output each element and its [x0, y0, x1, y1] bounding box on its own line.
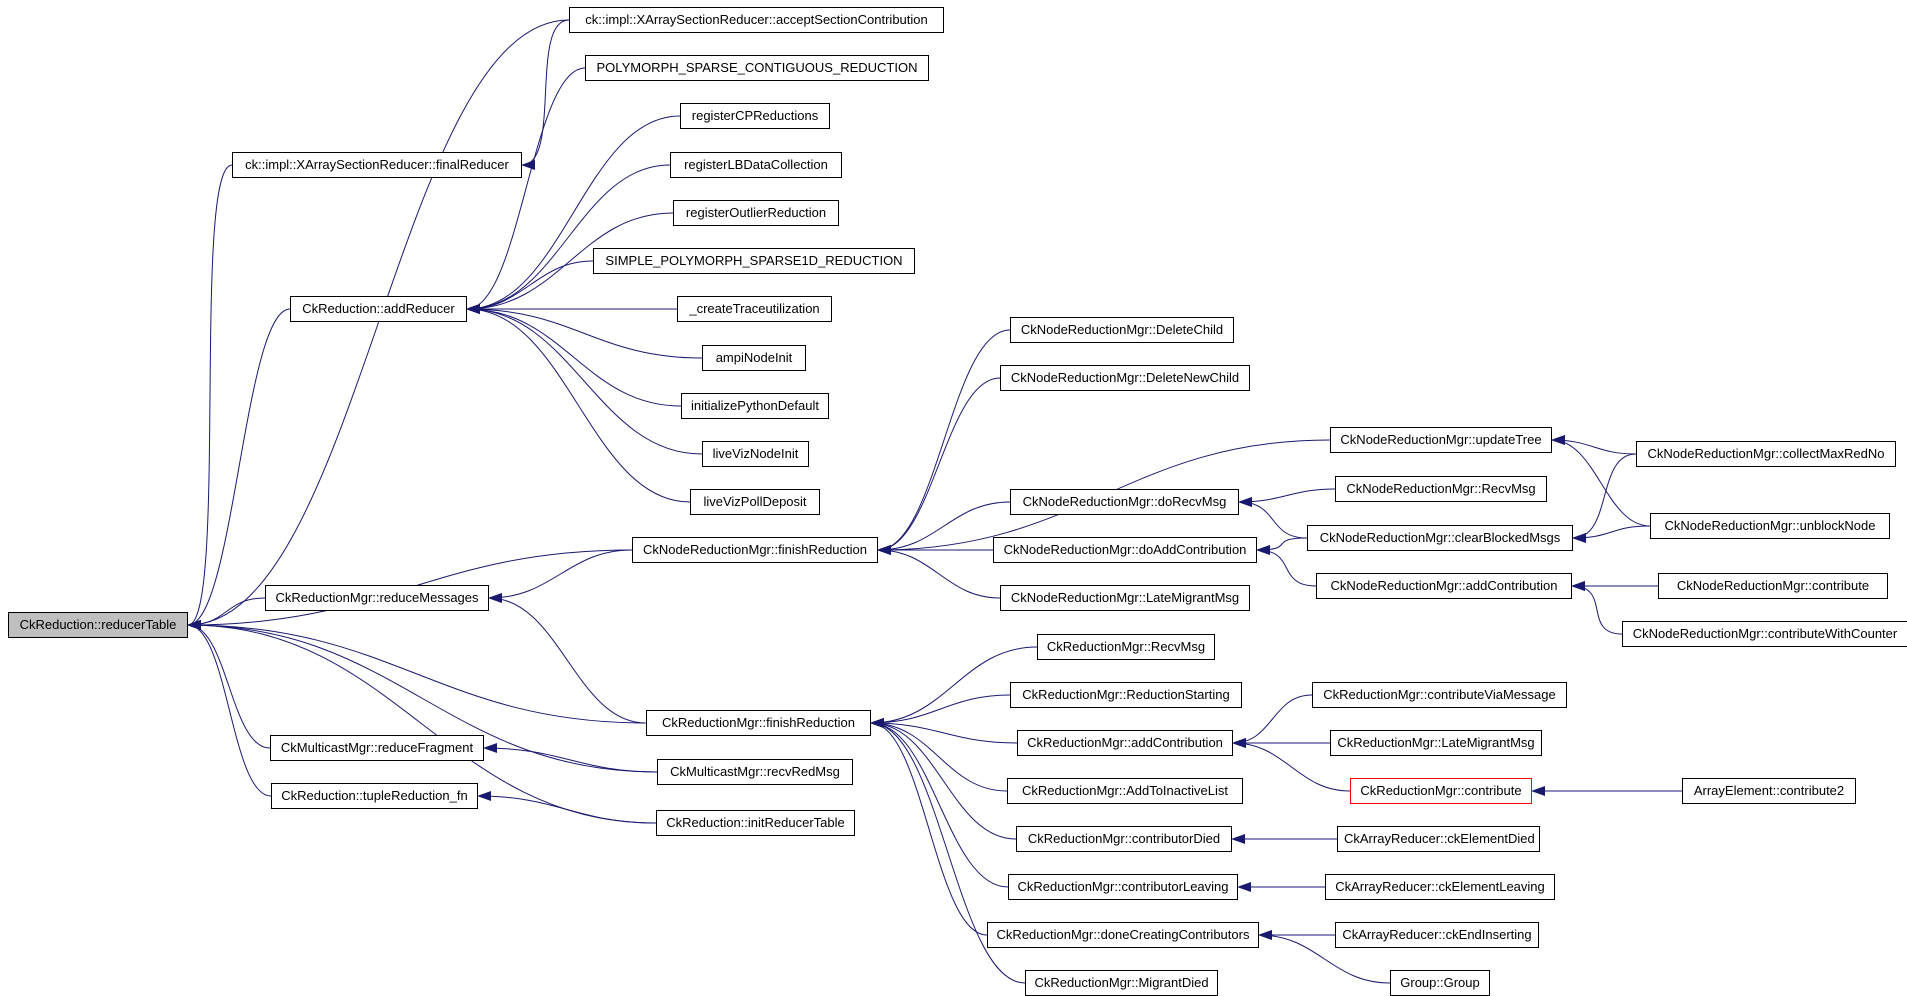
edge-nrmClearBlocked-to-nrmDoAdd [1256, 537, 1308, 555]
edge-polySparseContig-to-addReducer [466, 67, 586, 314]
node-poly-sparse-contig[interactable]: POLYMORPH_SPARSE_CONTIGUOUS_REDUCTION [585, 55, 929, 81]
edge-acceptSection-to-root [187, 19, 570, 630]
node-rm-contrib-via-msg[interactable]: CkReductionMgr::contributeViaMessage [1312, 682, 1567, 708]
node-mc-reduce-fragment[interactable]: CkMulticastMgr::reduceFragment [270, 735, 484, 761]
node-add-reducer[interactable]: CkReduction::addReducer [290, 296, 467, 322]
node-root[interactable]: CkReduction::reducerTable [8, 612, 188, 638]
node-register-l-b[interactable]: registerLBDataCollection [670, 152, 842, 178]
edge-rmRecvMsg-to-rmFinish [870, 646, 1038, 728]
node-live-viz-poll[interactable]: liveVizPollDeposit [690, 489, 820, 515]
edge-nrmLateMigrant-to-nrmFinish [877, 545, 1001, 599]
node-mc-recv-red-msg[interactable]: CkMulticastMgr::recvRedMsg [657, 759, 853, 785]
edge-nrmUnblock-to-nrmUpdateTree [1551, 435, 1651, 527]
node-nrm-collect-max[interactable]: CkNodeReductionMgr::collectMaxRedNo [1636, 441, 1896, 467]
edge-registerLB-to-addReducer [466, 164, 671, 314]
node-live-viz-node-init[interactable]: liveVizNodeInit [702, 441, 809, 467]
edge-tupleReduction-to-root [187, 620, 272, 797]
node-group-group[interactable]: Group::Group [1390, 970, 1490, 996]
node-create-trace[interactable]: _createTraceutilization [677, 296, 832, 322]
node-tuple-reduction[interactable]: CkReduction::tupleReduction_fn [271, 783, 478, 809]
node-nrm-add-contribution[interactable]: CkNodeReductionMgr::addContribution [1316, 573, 1572, 599]
node-init-reducer-table[interactable]: CkReduction::initReducerTable [656, 810, 855, 836]
edge-nrmRecvMsg-to-nrmDoRecvMsg [1238, 488, 1336, 507]
edge-nrmDeleteChild-to-nrmFinish [877, 329, 1011, 555]
node-rm-contribute[interactable]: CkReductionMgr::contribute [1350, 778, 1532, 804]
edge-simplePoly-to-addReducer [466, 260, 594, 314]
node-rm-migrant-died[interactable]: CkReductionMgr::MigrantDied [1025, 970, 1218, 996]
edge-rmDoneCreating-to-rmFinish [870, 718, 988, 936]
edge-nrmClearBlocked-to-nrmDoRecvMsg [1238, 497, 1308, 539]
node-nrm-do-add[interactable]: CkNodeReductionMgr::doAddContribution [993, 537, 1257, 563]
node-nrm-recv-msg[interactable]: CkNodeReductionMgr::RecvMsg [1335, 476, 1547, 502]
edge-registerOutlier-to-addReducer [466, 212, 674, 314]
node-ar-element-died[interactable]: CkArrayReducer::ckElementDied [1337, 826, 1540, 852]
node-nrm-update-tree[interactable]: CkNodeReductionMgr::updateTree [1330, 427, 1552, 453]
edge-addReducer-to-root [187, 308, 291, 630]
edge-nrmDoRecvMsg-to-nrmFinish [877, 501, 1011, 555]
node-rm-reduce-messages[interactable]: CkReductionMgr::reduceMessages [265, 585, 489, 611]
edge-nrmFinish-to-rmReduceMessages [488, 549, 633, 603]
edge-rmFinish-to-root [187, 620, 647, 724]
node-rm-contributor-died[interactable]: CkReductionMgr::contributorDied [1016, 826, 1232, 852]
node-ar-element-leaving[interactable]: CkArrayReducer::ckElementLeaving [1325, 874, 1555, 900]
edge-liveVizPoll-to-addReducer [466, 304, 691, 503]
edge-rmContributorDied-to-rmFinish [870, 718, 1017, 840]
node-nrm-delete-new-child[interactable]: CkNodeReductionMgr::DeleteNewChild [1000, 365, 1250, 391]
node-nrm-unblock[interactable]: CkNodeReductionMgr::unblockNode [1650, 513, 1890, 539]
edge-mcReduceFragment-to-root [187, 620, 271, 749]
node-rm-finish[interactable]: CkReductionMgr::finishReduction [646, 710, 871, 736]
edge-finalReducer-to-root [187, 164, 233, 630]
node-nrm-contribute-counter[interactable]: CkNodeReductionMgr::contributeWithCounte… [1622, 621, 1907, 647]
node-rm-late-migrant[interactable]: CkReductionMgr::LateMigrantMsg [1330, 730, 1542, 756]
edge-rmAddToInactive-to-rmFinish [870, 718, 1008, 792]
edge-mcRecvRedMsg-to-mcReduceFragment [483, 743, 658, 773]
node-nrm-finish[interactable]: CkNodeReductionMgr::finishReduction [632, 537, 878, 563]
edge-rmMigrantDied-to-rmFinish [870, 718, 1026, 984]
edge-rmAddContribution-to-rmFinish [870, 718, 1018, 744]
node-ampi-node-init[interactable]: ampiNodeInit [702, 345, 806, 371]
node-nrm-clear-blocked[interactable]: CkNodeReductionMgr::clearBlockedMsgs [1307, 525, 1573, 551]
edge-mcRecvRedMsg-to-root [187, 620, 658, 773]
edge-ampiNodeInit-to-addReducer [466, 304, 703, 359]
edge-registerCP-to-addReducer [466, 115, 681, 314]
node-register-c-p[interactable]: registerCPReductions [680, 103, 830, 129]
node-final-reducer[interactable]: ck::impl::XArraySectionReducer::finalRed… [232, 152, 522, 178]
node-accept-section[interactable]: ck::impl::XArraySectionReducer::acceptSe… [569, 7, 944, 33]
edge-rmReductionStarting-to-rmFinish [870, 694, 1011, 728]
edge-rmContribViaMsg-to-rmAddContribution [1232, 694, 1313, 748]
node-ar-end-inserting[interactable]: CkArrayReducer::ckEndInserting [1335, 922, 1539, 948]
edge-nrmDeleteNewChild-to-nrmFinish [877, 377, 1001, 555]
edge-groupGroup-to-rmDoneCreating [1258, 930, 1391, 984]
edge-initPython-to-addReducer [466, 304, 682, 407]
edge-acceptSection-to-finalReducer [521, 19, 570, 170]
edge-nrmUnblock-to-nrmClearBlocked [1572, 525, 1651, 543]
node-nrm-delete-child[interactable]: CkNodeReductionMgr::DeleteChild [1010, 317, 1234, 343]
edge-rmReduceMessages-to-root [187, 597, 266, 630]
node-rm-reduction-starting[interactable]: CkReductionMgr::ReductionStarting [1010, 682, 1242, 708]
edge-nrmCollectMax-to-nrmClearBlocked [1572, 453, 1637, 543]
edge-liveVizNodeInit-to-addReducer [466, 304, 703, 455]
node-rm-done-creating[interactable]: CkReductionMgr::doneCreatingContributors [987, 922, 1259, 948]
node-simple-poly[interactable]: SIMPLE_POLYMORPH_SPARSE1D_REDUCTION [593, 248, 915, 274]
node-register-outlier[interactable]: registerOutlierReduction [673, 200, 839, 226]
node-rm-contributor-leaving[interactable]: CkReductionMgr::contributorLeaving [1008, 874, 1238, 900]
node-rm-add-to-inactive[interactable]: CkReductionMgr::AddToInactiveList [1007, 778, 1243, 804]
edge-rmFinish-to-rmReduceMessages [488, 593, 647, 724]
node-rm-add-contribution[interactable]: CkReductionMgr::addContribution [1017, 730, 1233, 756]
node-nrm-do-recv-msg[interactable]: CkNodeReductionMgr::doRecvMsg [1010, 489, 1239, 515]
edge-nrmContributeCounter-to-nrmAddContribution [1571, 581, 1623, 635]
edge-rmContribute-to-rmAddContribution [1232, 738, 1351, 792]
edge-nrmAddContribution-to-nrmDoAdd [1256, 545, 1317, 587]
edge-initReducerTable-to-tupleReduction [477, 791, 657, 824]
edge-rmContributorLeaving-to-rmFinish [870, 718, 1009, 888]
node-nrm-late-migrant[interactable]: CkNodeReductionMgr::LateMigrantMsg [1000, 585, 1250, 611]
node-rm-recv-msg[interactable]: CkReductionMgr::RecvMsg [1037, 634, 1215, 660]
node-ae-contribute2[interactable]: ArrayElement::contribute2 [1682, 778, 1856, 804]
node-nrm-contribute[interactable]: CkNodeReductionMgr::contribute [1658, 573, 1888, 599]
node-init-python[interactable]: initializePythonDefault [681, 393, 829, 419]
